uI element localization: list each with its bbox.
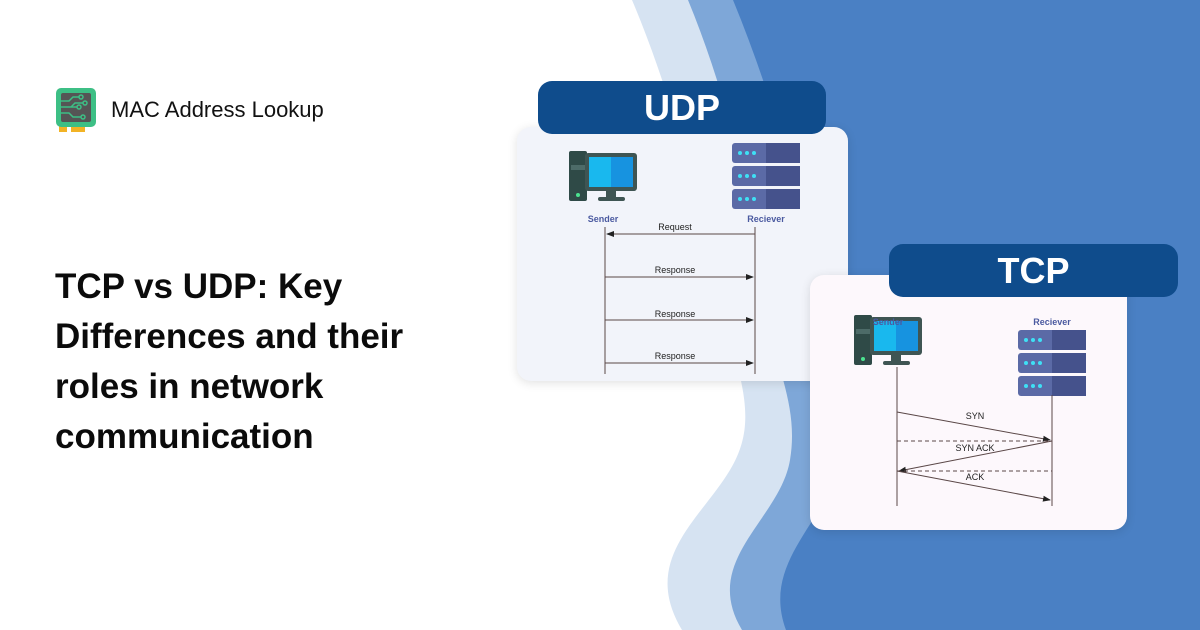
- udp-sender-label: Sender: [588, 214, 619, 224]
- tcp-receiver-label: Reciever: [1033, 317, 1071, 327]
- udp-receiver-label: Reciever: [747, 214, 785, 224]
- udp-diagram: Sender Reciever Request Response Respons…: [569, 143, 800, 374]
- udp-message: Response: [655, 265, 696, 275]
- udp-message: Response: [655, 309, 696, 319]
- tcp-header: TCP: [889, 244, 1178, 297]
- brand-logo[interactable]: MAC Address Lookup: [55, 87, 324, 133]
- page-title: TCP vs UDP: Key Differences and their ro…: [55, 267, 404, 456]
- tcp-message: ACK: [966, 472, 985, 482]
- sender-computer-icon: [569, 151, 637, 201]
- receiver-server-icon: [1018, 330, 1086, 396]
- udp-message: Response: [655, 351, 696, 361]
- tcp-message: SYN ACK: [955, 443, 994, 453]
- udp-message: Request: [658, 222, 692, 232]
- receiver-server-icon: [732, 143, 800, 209]
- brand-name: MAC Address Lookup: [111, 97, 324, 122]
- udp-header: UDP: [538, 81, 826, 134]
- tcp-message: SYN: [966, 411, 985, 421]
- udp-diagram-card: Sender Reciever Request Response Respons…: [517, 127, 848, 381]
- tcp-diagram: Sender Reciever SYN SYN ACK ACK: [854, 315, 1086, 506]
- tcp-diagram-card: Sender Reciever SYN SYN ACK ACK: [810, 275, 1127, 530]
- chip-icon: [56, 88, 96, 132]
- tcp-sender-label: Sender: [873, 317, 904, 327]
